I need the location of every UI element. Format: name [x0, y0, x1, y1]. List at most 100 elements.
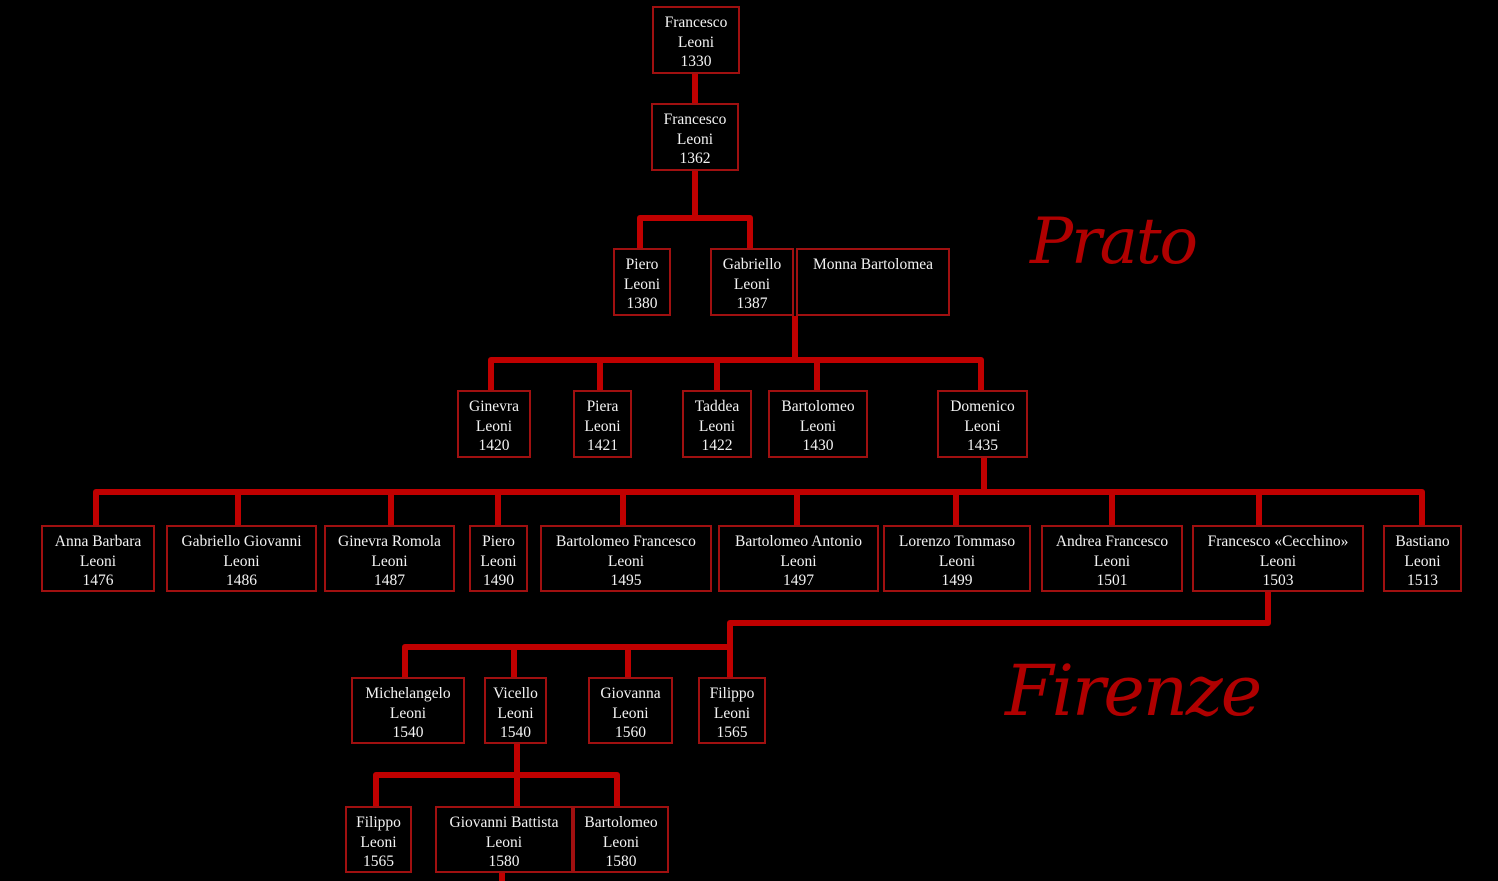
person-surname: Leoni — [584, 417, 621, 435]
place-label-prato: Prato — [1030, 205, 1198, 279]
person-surname: Leoni — [1259, 552, 1297, 570]
person-surname: Leoni — [389, 704, 427, 722]
person-name: Francesco — [664, 14, 728, 31]
person-name: Bartolomeo Francesco — [556, 533, 696, 550]
person-year: 1487 — [374, 572, 405, 589]
person-name: Giovanna — [600, 685, 661, 702]
connector — [488, 316, 984, 390]
person-year: 1490 — [483, 572, 514, 589]
person-year: 1476 — [82, 572, 114, 589]
person-name: Andrea Francesco — [1055, 533, 1169, 550]
person-surname: Leoni — [371, 552, 408, 570]
place-label-firenze: Firenze — [1005, 650, 1262, 732]
person-year: 1501 — [1096, 572, 1128, 589]
person-box: Francesco «Cecchino» Leoni 1503 — [1192, 525, 1364, 592]
person-name: Domenico — [950, 398, 1015, 415]
person-surname: Leoni — [799, 417, 837, 435]
person-year: 1565 — [363, 853, 394, 870]
person-year: 1420 — [478, 437, 510, 454]
person-name: Giovanni Battista — [449, 814, 559, 831]
person-surname: Leoni — [623, 275, 661, 293]
person-year: 1380 — [626, 295, 658, 312]
connector — [637, 171, 753, 248]
person-year: 1565 — [716, 724, 748, 741]
person-name: Bastiano — [1395, 533, 1450, 550]
person-name: Gabriello — [722, 256, 782, 273]
person-surname: Leoni — [780, 552, 817, 570]
person-surname: Leoni — [485, 833, 523, 851]
person-surname: Leoni — [698, 417, 736, 435]
person-year: 1435 — [967, 437, 998, 454]
person-surname: Leoni — [964, 417, 1001, 435]
person-name: Vicello — [493, 685, 538, 702]
person-surname: Leoni — [677, 33, 715, 51]
person-name: Michelangelo — [365, 685, 451, 702]
person-year: 1540 — [392, 724, 424, 741]
person-name: Anna Barbara — [54, 533, 142, 550]
person-year: 1497 — [783, 572, 814, 589]
person-surname: Leoni — [612, 704, 649, 722]
person-surname: Leoni — [497, 704, 534, 722]
person-name: Francesco «Cecchino» — [1207, 533, 1349, 550]
person-year: 1430 — [802, 437, 834, 454]
person-year: 1499 — [941, 572, 973, 589]
person-surname: Leoni — [1404, 552, 1441, 570]
person-year: 1387 — [736, 295, 768, 312]
person-surname: Leoni — [938, 552, 976, 570]
person-year: 1486 — [226, 572, 257, 589]
person-name: Bartolomeo — [584, 814, 658, 831]
person-name: Piero — [625, 256, 659, 273]
person-surname: Leoni — [79, 552, 117, 570]
person-year: 1503 — [1262, 572, 1294, 589]
person-name: Gabriello Giovanni — [181, 533, 302, 550]
person-name: Piera — [586, 398, 619, 415]
person-year: 1362 — [679, 150, 711, 167]
person-surname: Leoni — [223, 552, 260, 570]
connector — [93, 458, 1425, 525]
person-year: 1560 — [615, 724, 646, 741]
person-box: Monna Bartolomea — [796, 248, 950, 316]
person-year: 1421 — [587, 437, 618, 454]
person-name: Filippo — [356, 814, 401, 831]
person-surname: Leoni — [713, 704, 751, 722]
person-name: Piero — [482, 533, 515, 550]
person-surname: Leoni — [733, 275, 771, 293]
connector — [402, 592, 1271, 677]
person-year: 1330 — [680, 53, 712, 70]
person-name: Francesco — [663, 111, 727, 128]
person-surname: Leoni — [607, 552, 645, 570]
person-surname: Leoni — [475, 417, 513, 435]
person-year: 1580 — [488, 853, 520, 870]
person-surname: Leoni — [676, 130, 714, 148]
person-name: Monna Bartolomea — [812, 256, 934, 273]
person-name: Ginevra — [469, 398, 519, 415]
person-surname: Leoni — [602, 833, 640, 851]
person-name: Lorenzo Tommaso — [898, 533, 1016, 550]
person-name: Bartolomeo Antonio — [734, 533, 862, 550]
person-name: Taddea — [694, 398, 740, 415]
person-year: 1513 — [1407, 572, 1438, 589]
connector — [373, 744, 620, 806]
